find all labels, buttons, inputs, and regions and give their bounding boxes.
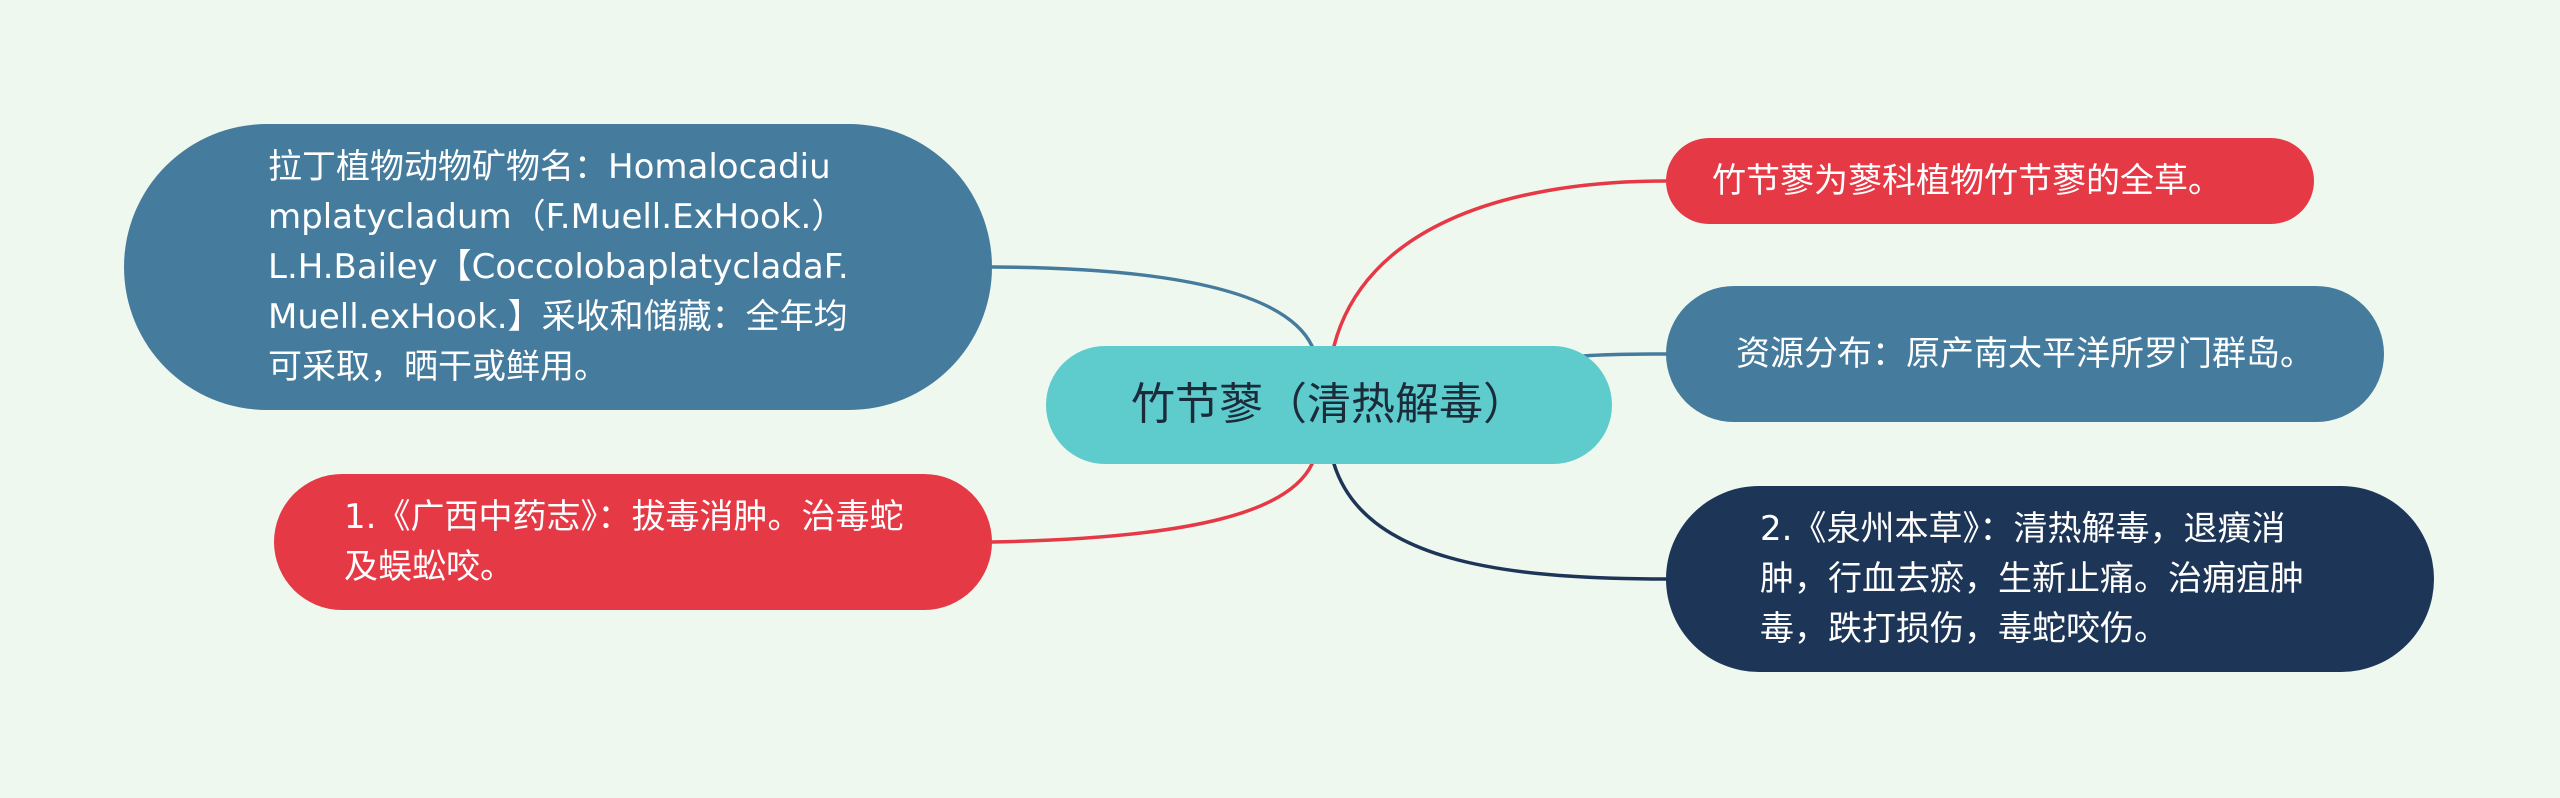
topic-text-whole-plant: 竹节蓼为蓼科植物竹节蓼的全草。: [1712, 161, 2222, 201]
connector-to-whole-plant: [1332, 179, 1668, 348]
connector-to-latin-name: [990, 265, 1314, 348]
topic-node-quanzhou-effect[interactable]: 2.《泉州本草》：清热解毒，退癀消肿，行血去瘀，生新止痛。治痈疽肿毒，跌打损伤，…: [1666, 486, 2434, 672]
central-topic-label: 竹节蓼（清热解毒）: [1131, 379, 1527, 430]
topic-text-guangxi-effect: 1.《广西中药志》：拔毒消肿。治毒蛇及蜈蚣咬。: [344, 497, 904, 587]
topic-node-distribution[interactable]: 资源分布：原产南太平洋所罗门群岛。: [1666, 286, 2384, 422]
topic-node-latin-name[interactable]: 拉丁植物动物矿物名：Homalocadiumplatycladum（F.Muel…: [124, 124, 992, 410]
topic-text-distribution: 资源分布：原产南太平洋所罗门群岛。: [1736, 334, 2314, 374]
connector-to-guangxi-effect: [990, 462, 1314, 544]
connector-to-distribution: [1582, 352, 1668, 358]
topic-node-guangxi-effect[interactable]: 1.《广西中药志》：拔毒消肿。治毒蛇及蜈蚣咬。: [274, 474, 992, 610]
topic-text-latin-name: 拉丁植物动物矿物名：Homalocadiumplatycladum（F.Muel…: [268, 147, 849, 387]
topic-text-quanzhou-effect: 2.《泉州本草》：清热解毒，退癀消肿，行血去瘀，生新止痛。治痈疽肿毒，跌打损伤，…: [1760, 509, 2304, 649]
central-topic-node[interactable]: 竹节蓼（清热解毒）: [1046, 346, 1612, 464]
topic-node-whole-plant[interactable]: 竹节蓼为蓼科植物竹节蓼的全草。: [1666, 138, 2314, 224]
connector-to-quanzhou-effect: [1332, 462, 1668, 581]
